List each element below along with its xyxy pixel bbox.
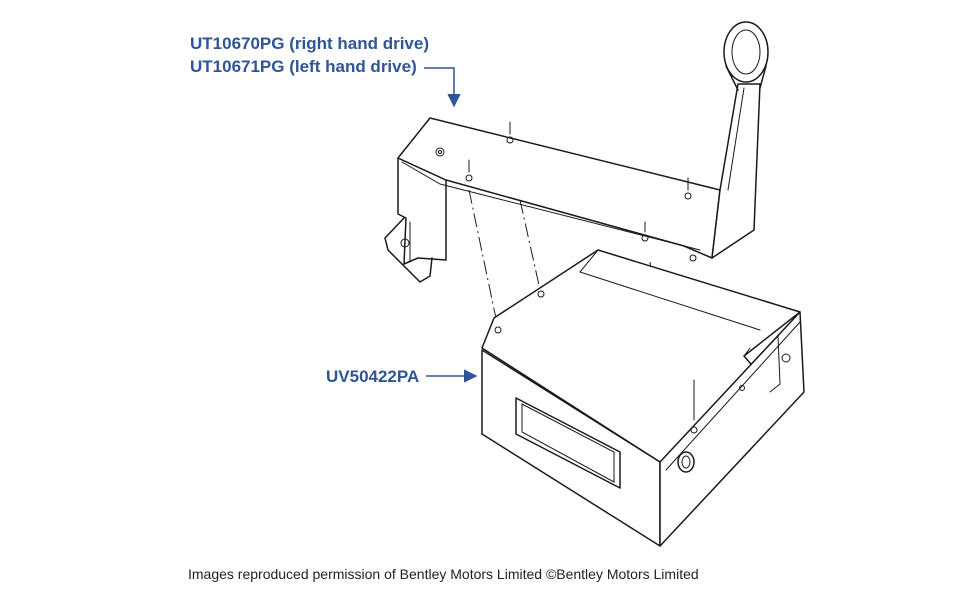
callout-ecu: UV50422PA xyxy=(326,367,478,386)
callout-lhd-text: UT10671PG (left hand drive) xyxy=(190,57,417,76)
copyright-caption: Images reproduced permission of Bentley … xyxy=(188,566,699,582)
callout-lhd-leader xyxy=(424,67,461,108)
callout-rhd: UT10670PG (right hand drive) xyxy=(190,34,429,53)
callout-rhd-text: UT10670PG (right hand drive) xyxy=(190,34,429,53)
ecu-unit xyxy=(481,249,805,547)
callout-ecu-text: UV50422PA xyxy=(326,367,419,386)
callout-lhd: UT10671PG (left hand drive) xyxy=(190,57,461,108)
mounting-bracket xyxy=(384,21,769,283)
